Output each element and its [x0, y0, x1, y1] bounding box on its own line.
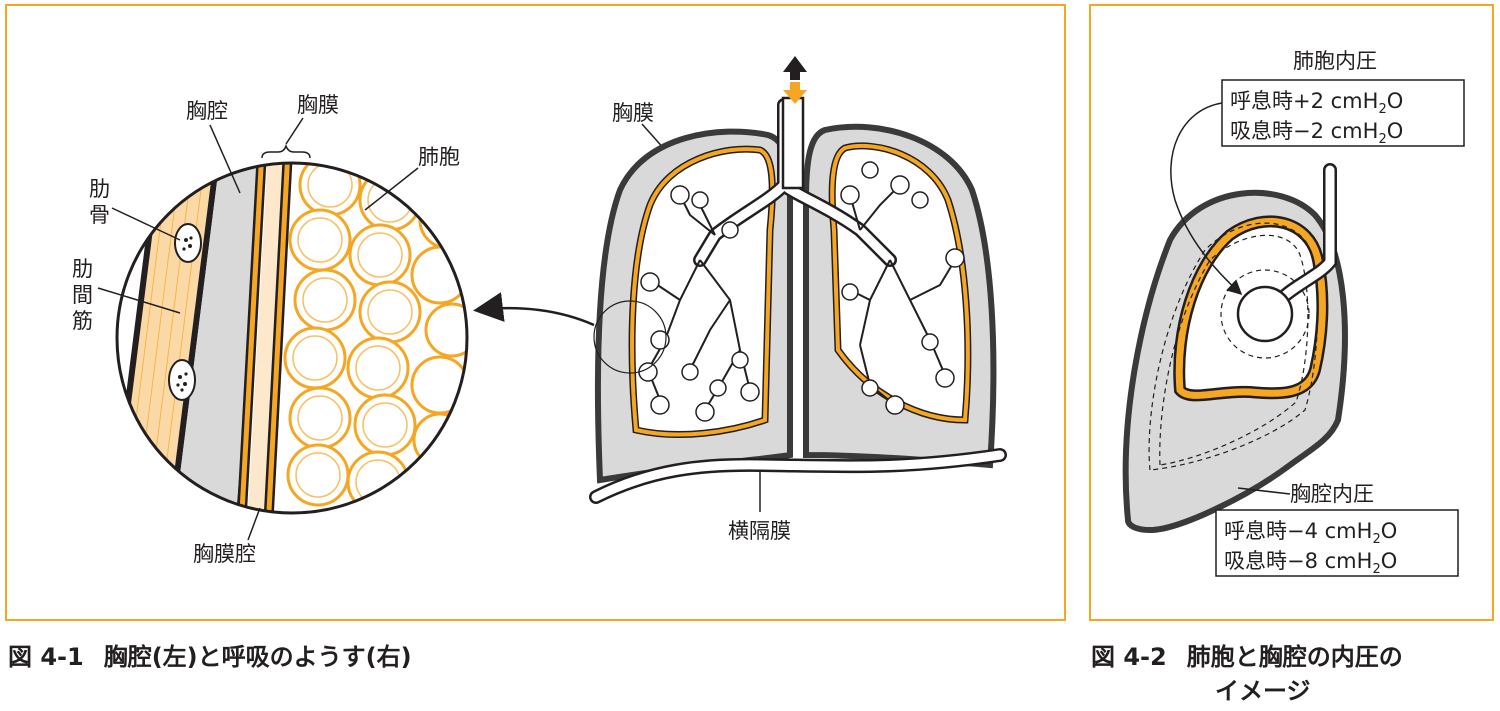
label-pleura-lung: 胸膜: [612, 101, 654, 125]
figure-4-2-number: 図 4-2: [1091, 643, 1167, 671]
rib-section-upper: [174, 223, 202, 263]
label-alveoli: 肺胞: [418, 145, 460, 169]
alveolar-inhale-value: 吸息時−2 cmH2O: [1230, 119, 1403, 147]
label-intercostal-2: 間: [72, 283, 93, 307]
label-pleural-cavity: 胸膜腔: [193, 542, 256, 566]
figure-4-2-title-line1: 肺胞と胸腔の内圧の: [1186, 643, 1403, 671]
label-alveolar-pressure: 肺胞内圧: [1293, 49, 1377, 73]
label-rib-2: 骨: [89, 203, 110, 227]
pleural-cavity-band: [247, 163, 285, 513]
inhale-arrow: [783, 82, 807, 104]
label-intercostal-1: 肋: [72, 257, 93, 281]
magnifier-source: [593, 300, 667, 374]
label-pleura-top: 胸膜: [297, 93, 339, 117]
thoracic-pressure-box: [1215, 509, 1459, 577]
figure-4-1-caption: 図 4-1 胸腔(左)と呼吸のようす(右): [8, 640, 412, 674]
exhale-arrow: [783, 56, 807, 80]
label-thoracic-cavity: 胸腔: [186, 99, 228, 123]
pressure-diagram: [1122, 102, 1348, 534]
rib-section-lower: [168, 359, 196, 401]
thoracic-inhale-value: 吸息時−8 cmH2O: [1224, 549, 1397, 577]
magnifier-outline: [115, 161, 469, 515]
label-intercostal-3: 筋: [72, 309, 93, 333]
figure-4-2-title-line2: イメージ: [1215, 677, 1311, 705]
figure-4-2-caption: 図 4-2 肺胞と胸腔の内圧の イメージ: [1091, 640, 1403, 708]
alveoli-bunches: [638, 161, 965, 422]
label-rib-1: 肋: [89, 177, 110, 201]
label-thoracic-pressure: 胸腔内圧: [1290, 482, 1374, 506]
thoracic-exhale-value: 呼息時−4 cmH2O: [1224, 519, 1397, 547]
label-diaphragm: 横隔膜: [728, 519, 791, 543]
magnify-arrow: [473, 292, 595, 327]
trachea: [781, 96, 805, 190]
figure-4-1-title: 胸腔(左)と呼吸のようす(右): [103, 643, 412, 671]
alveolar-exhale-value: 呼息時+2 cmH2O: [1230, 89, 1403, 117]
figure-4-1-number: 図 4-1: [8, 643, 84, 671]
lungs-illustration: [473, 56, 1007, 504]
alveolus-circle: [1236, 285, 1294, 343]
alveolar-pressure-box: [1221, 79, 1465, 147]
